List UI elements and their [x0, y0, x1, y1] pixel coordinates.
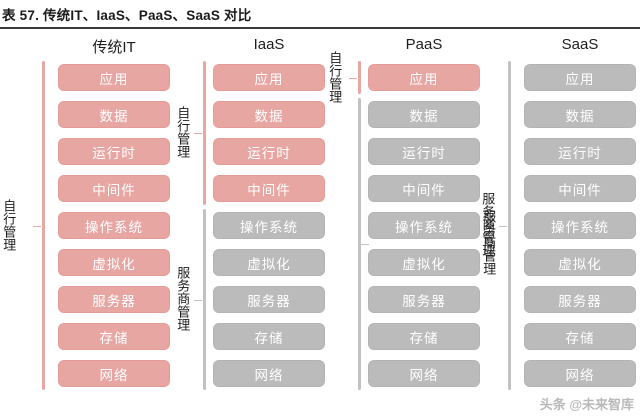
column-header: 传统IT [92, 39, 136, 56]
layer-stack: 应用数据运行时中间件操作系统虚拟化服务器存储网络 [58, 64, 170, 397]
table-title-bar: 表 57. 传统IT、IaaS、PaaS、SaaS 对比 [0, 0, 640, 30]
layer-box[interactable]: 中间件 [213, 175, 325, 202]
bracket-label: 服务商管理 [481, 210, 497, 275]
column-paas: PaaS 应用数据运行时中间件操作系统虚拟化服务器存储网络 [368, 30, 480, 416]
layer-box[interactable]: 操作系统 [524, 212, 636, 239]
bracket-line [358, 98, 361, 390]
layer-box[interactable]: 服务器 [524, 286, 636, 313]
layer-box[interactable]: 操作系统 [213, 212, 325, 239]
layer-stack: 应用数据运行时中间件操作系统虚拟化服务器存储网络 [213, 64, 325, 397]
title-divider [0, 27, 640, 29]
column-header: PaaS [405, 36, 443, 53]
bracket-tick [194, 300, 202, 301]
layer-box[interactable]: 操作系统 [58, 212, 170, 239]
layer-box[interactable]: 数据 [524, 101, 636, 128]
bracket-tick [349, 78, 357, 79]
layer-box[interactable]: 服务器 [58, 286, 170, 313]
column-传统it: 传统IT 应用数据运行时中间件操作系统虚拟化服务器存储网络 [58, 30, 170, 416]
layer-stack: 应用数据运行时中间件操作系统虚拟化服务器存储网络 [524, 64, 636, 397]
layer-box[interactable]: 虚拟化 [524, 249, 636, 276]
column-iaas: IaaS 应用数据运行时中间件操作系统虚拟化服务器存储网络 [213, 30, 325, 416]
layer-box[interactable]: 虚拟化 [213, 249, 325, 276]
layer-box[interactable]: 服务器 [213, 286, 325, 313]
bracket-label: 自行管理 [175, 106, 191, 158]
layer-box[interactable]: 数据 [58, 101, 170, 128]
column-header: IaaS [253, 36, 285, 53]
column-saas: SaaS 应用数据运行时中间件操作系统虚拟化服务器存储网络 [524, 30, 636, 416]
layer-box[interactable]: 中间件 [524, 175, 636, 202]
layer-box[interactable]: 网络 [58, 360, 170, 387]
layer-box[interactable]: 虚拟化 [58, 249, 170, 276]
bracket-tick [361, 244, 369, 245]
bracket-label: 自行管理 [1, 199, 17, 251]
bracket-tick [33, 226, 41, 227]
layer-box[interactable]: 应用 [58, 64, 170, 91]
layer-box[interactable]: 网络 [368, 360, 480, 387]
layer-box[interactable]: 运行时 [58, 138, 170, 165]
bracket-label: 服务商管理 [175, 266, 191, 331]
bracket-line [42, 61, 45, 390]
bracket-line [203, 209, 206, 390]
layer-box[interactable]: 存储 [213, 323, 325, 350]
layer-stack: 应用数据运行时中间件操作系统虚拟化服务器存储网络 [368, 64, 480, 397]
layer-box[interactable]: 网络 [524, 360, 636, 387]
layer-box[interactable]: 服务器 [368, 286, 480, 313]
layer-box[interactable]: 中间件 [58, 175, 170, 202]
bracket-tick [499, 226, 507, 227]
layer-box[interactable]: 中间件 [368, 175, 480, 202]
page-title: 表 57. 传统IT、IaaS、PaaS、SaaS 对比 [2, 8, 252, 23]
bracket-tick [194, 133, 202, 134]
layer-box[interactable]: 运行时 [524, 138, 636, 165]
layer-box[interactable]: 数据 [368, 101, 480, 128]
layer-box[interactable]: 应用 [368, 64, 480, 91]
bracket-line [203, 61, 206, 205]
bracket-line [508, 61, 511, 390]
layer-box[interactable]: 操作系统 [368, 212, 480, 239]
layer-box[interactable]: 存储 [58, 323, 170, 350]
layer-box[interactable]: 存储 [524, 323, 636, 350]
bracket-label: 自行管理 [327, 51, 343, 103]
layer-box[interactable]: 数据 [213, 101, 325, 128]
layer-box[interactable]: 虚拟化 [368, 249, 480, 276]
column-header: SaaS [561, 36, 599, 53]
bracket-line [358, 61, 361, 94]
layer-box[interactable]: 应用 [213, 64, 325, 91]
layer-box[interactable]: 应用 [524, 64, 636, 91]
layer-box[interactable]: 存储 [368, 323, 480, 350]
watermark: 头条 @未来智库 [539, 397, 634, 412]
layer-box[interactable]: 网络 [213, 360, 325, 387]
bracket-label: 服务商管理 [480, 192, 496, 257]
layer-box[interactable]: 运行时 [213, 138, 325, 165]
layer-box[interactable]: 运行时 [368, 138, 480, 165]
